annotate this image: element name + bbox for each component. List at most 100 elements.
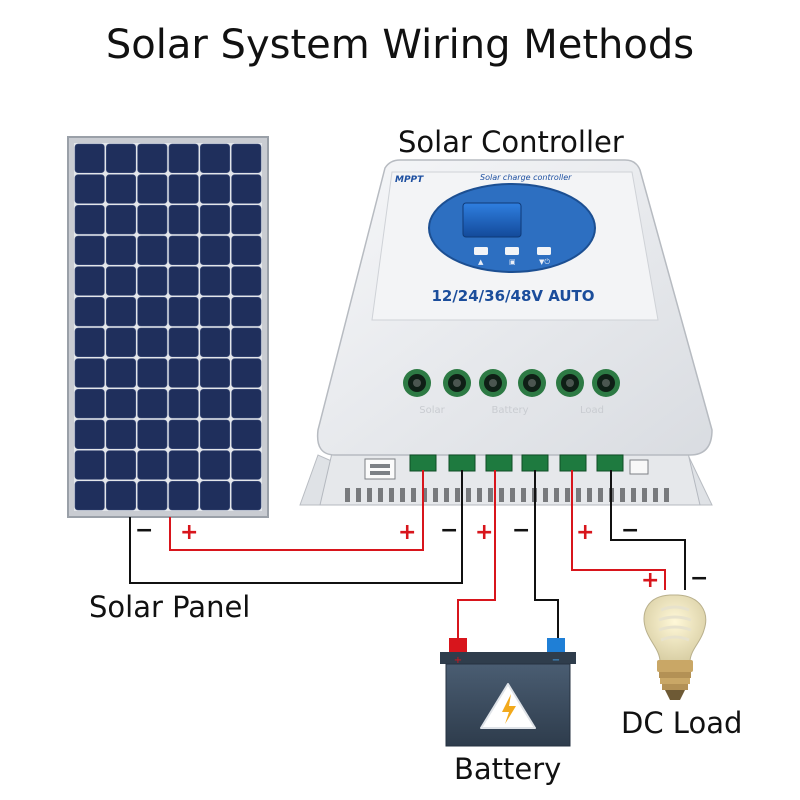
terminal-screws: [403, 369, 620, 397]
menu-down-button[interactable]: [537, 247, 551, 255]
battery-negative-wire: [534, 470, 559, 642]
port-label-load: Load: [580, 405, 604, 416]
temp-sensor-port: [629, 459, 649, 475]
solar-cell: [74, 358, 105, 388]
solar-cell: [74, 389, 105, 419]
light-bulb: [643, 594, 707, 700]
lcd-screen: [462, 202, 522, 238]
solar-cell: [74, 450, 105, 480]
solar-cell: [74, 327, 105, 357]
port-label-solar: Solar: [419, 405, 445, 416]
lightning-icon: [502, 694, 516, 724]
screw-hole: [403, 369, 431, 397]
solar-cell: [168, 266, 199, 296]
solar-cell: [231, 235, 262, 265]
menu-set-button[interactable]: [505, 247, 519, 255]
solar-cell: [200, 358, 230, 388]
page-title: Solar System Wiring Methods: [105, 22, 695, 68]
solar-cell: [168, 297, 199, 327]
solar-cell: [168, 327, 199, 357]
solar-cell: [200, 174, 230, 204]
menu-up-button[interactable]: [474, 247, 488, 255]
controller-label: Solar Controller: [398, 125, 624, 159]
screw-hole: [443, 369, 471, 397]
solar-cell: [137, 450, 168, 480]
solar-negative-sign: −: [440, 518, 459, 543]
solar-cell: [200, 481, 230, 511]
solar-cell: [106, 174, 136, 204]
load-negative-wire-sign: −: [621, 518, 640, 543]
bulb-positive-sign: +: [641, 568, 660, 593]
panel-cells: [74, 143, 262, 511]
screw-hole: [556, 369, 584, 397]
solar-cell: [137, 481, 168, 511]
solar-cell: [231, 389, 262, 419]
solar-cell: [168, 174, 199, 204]
wires: [129, 470, 686, 642]
solar-cell: [74, 205, 105, 235]
solar-cell: [74, 419, 105, 449]
solar-positive-sign: +: [398, 520, 417, 545]
wire-terminal: [448, 454, 476, 472]
solar-cell: [168, 143, 199, 173]
solar-cell: [168, 481, 199, 511]
wire-terminal: [596, 454, 624, 472]
solar-cell: [231, 174, 262, 204]
solar-cell: [74, 174, 105, 204]
battery-positive-wire: [457, 470, 496, 642]
solar-cell: [74, 143, 105, 173]
solar-cell: [106, 419, 136, 449]
solar-cell: [106, 327, 136, 357]
up-icon: ▲: [478, 258, 484, 266]
solar-cell: [137, 143, 168, 173]
solar-panel-label: Solar Panel: [89, 590, 251, 624]
solar-cell: [200, 143, 230, 173]
solar-cell: [106, 358, 136, 388]
solar-cell: [137, 205, 168, 235]
screw-hole: [592, 369, 620, 397]
controller-brand: MPPT: [395, 175, 424, 185]
solar-cell: [106, 297, 136, 327]
solar-cell: [200, 327, 230, 357]
solar-cell: [137, 389, 168, 419]
solar-cell: [168, 235, 199, 265]
solar-cell: [231, 419, 262, 449]
solar-cell: [231, 297, 262, 327]
battery-negative-wire-sign: −: [512, 518, 531, 543]
load-positive-wire-sign: +: [576, 520, 595, 545]
usb-port: [364, 458, 396, 480]
battery-negative-sign: −: [552, 655, 560, 666]
solar-cell: [168, 205, 199, 235]
voltage-label: 12/24/36/48V AUTO: [431, 287, 594, 305]
screw-hole: [479, 369, 507, 397]
solar-cell: [137, 327, 168, 357]
solar-cell: [231, 450, 262, 480]
solar-cell: [137, 235, 168, 265]
solar-cell: [200, 389, 230, 419]
solar-cell: [231, 266, 262, 296]
solar-cell: [137, 266, 168, 296]
battery: + −: [440, 638, 576, 747]
bulb-negative-sign: −: [690, 566, 709, 591]
solar-cell: [200, 297, 230, 327]
set-icon: ▣: [509, 258, 516, 266]
solar-cell: [168, 419, 199, 449]
load-negative-wire: [610, 470, 686, 590]
solar-cell: [200, 450, 230, 480]
load-positive-wire: [571, 470, 666, 590]
solar-cell: [168, 389, 199, 419]
solar-cell: [74, 297, 105, 327]
solar-cell: [231, 143, 262, 173]
wire-terminal: [521, 454, 549, 472]
port-label-battery: Battery: [491, 405, 528, 416]
solar-cell: [106, 450, 136, 480]
solar-cell: [137, 419, 168, 449]
solar-cell: [168, 358, 199, 388]
panel-positive-sign: +: [180, 520, 199, 545]
solar-cell: [74, 235, 105, 265]
battery-label: Battery: [454, 752, 562, 786]
solar-cell: [137, 297, 168, 327]
wire-terminal: [409, 454, 437, 472]
solar-controller: MPPT Solar charge controller ▲ ▣ ▼⏻ 12/2…: [299, 159, 713, 506]
